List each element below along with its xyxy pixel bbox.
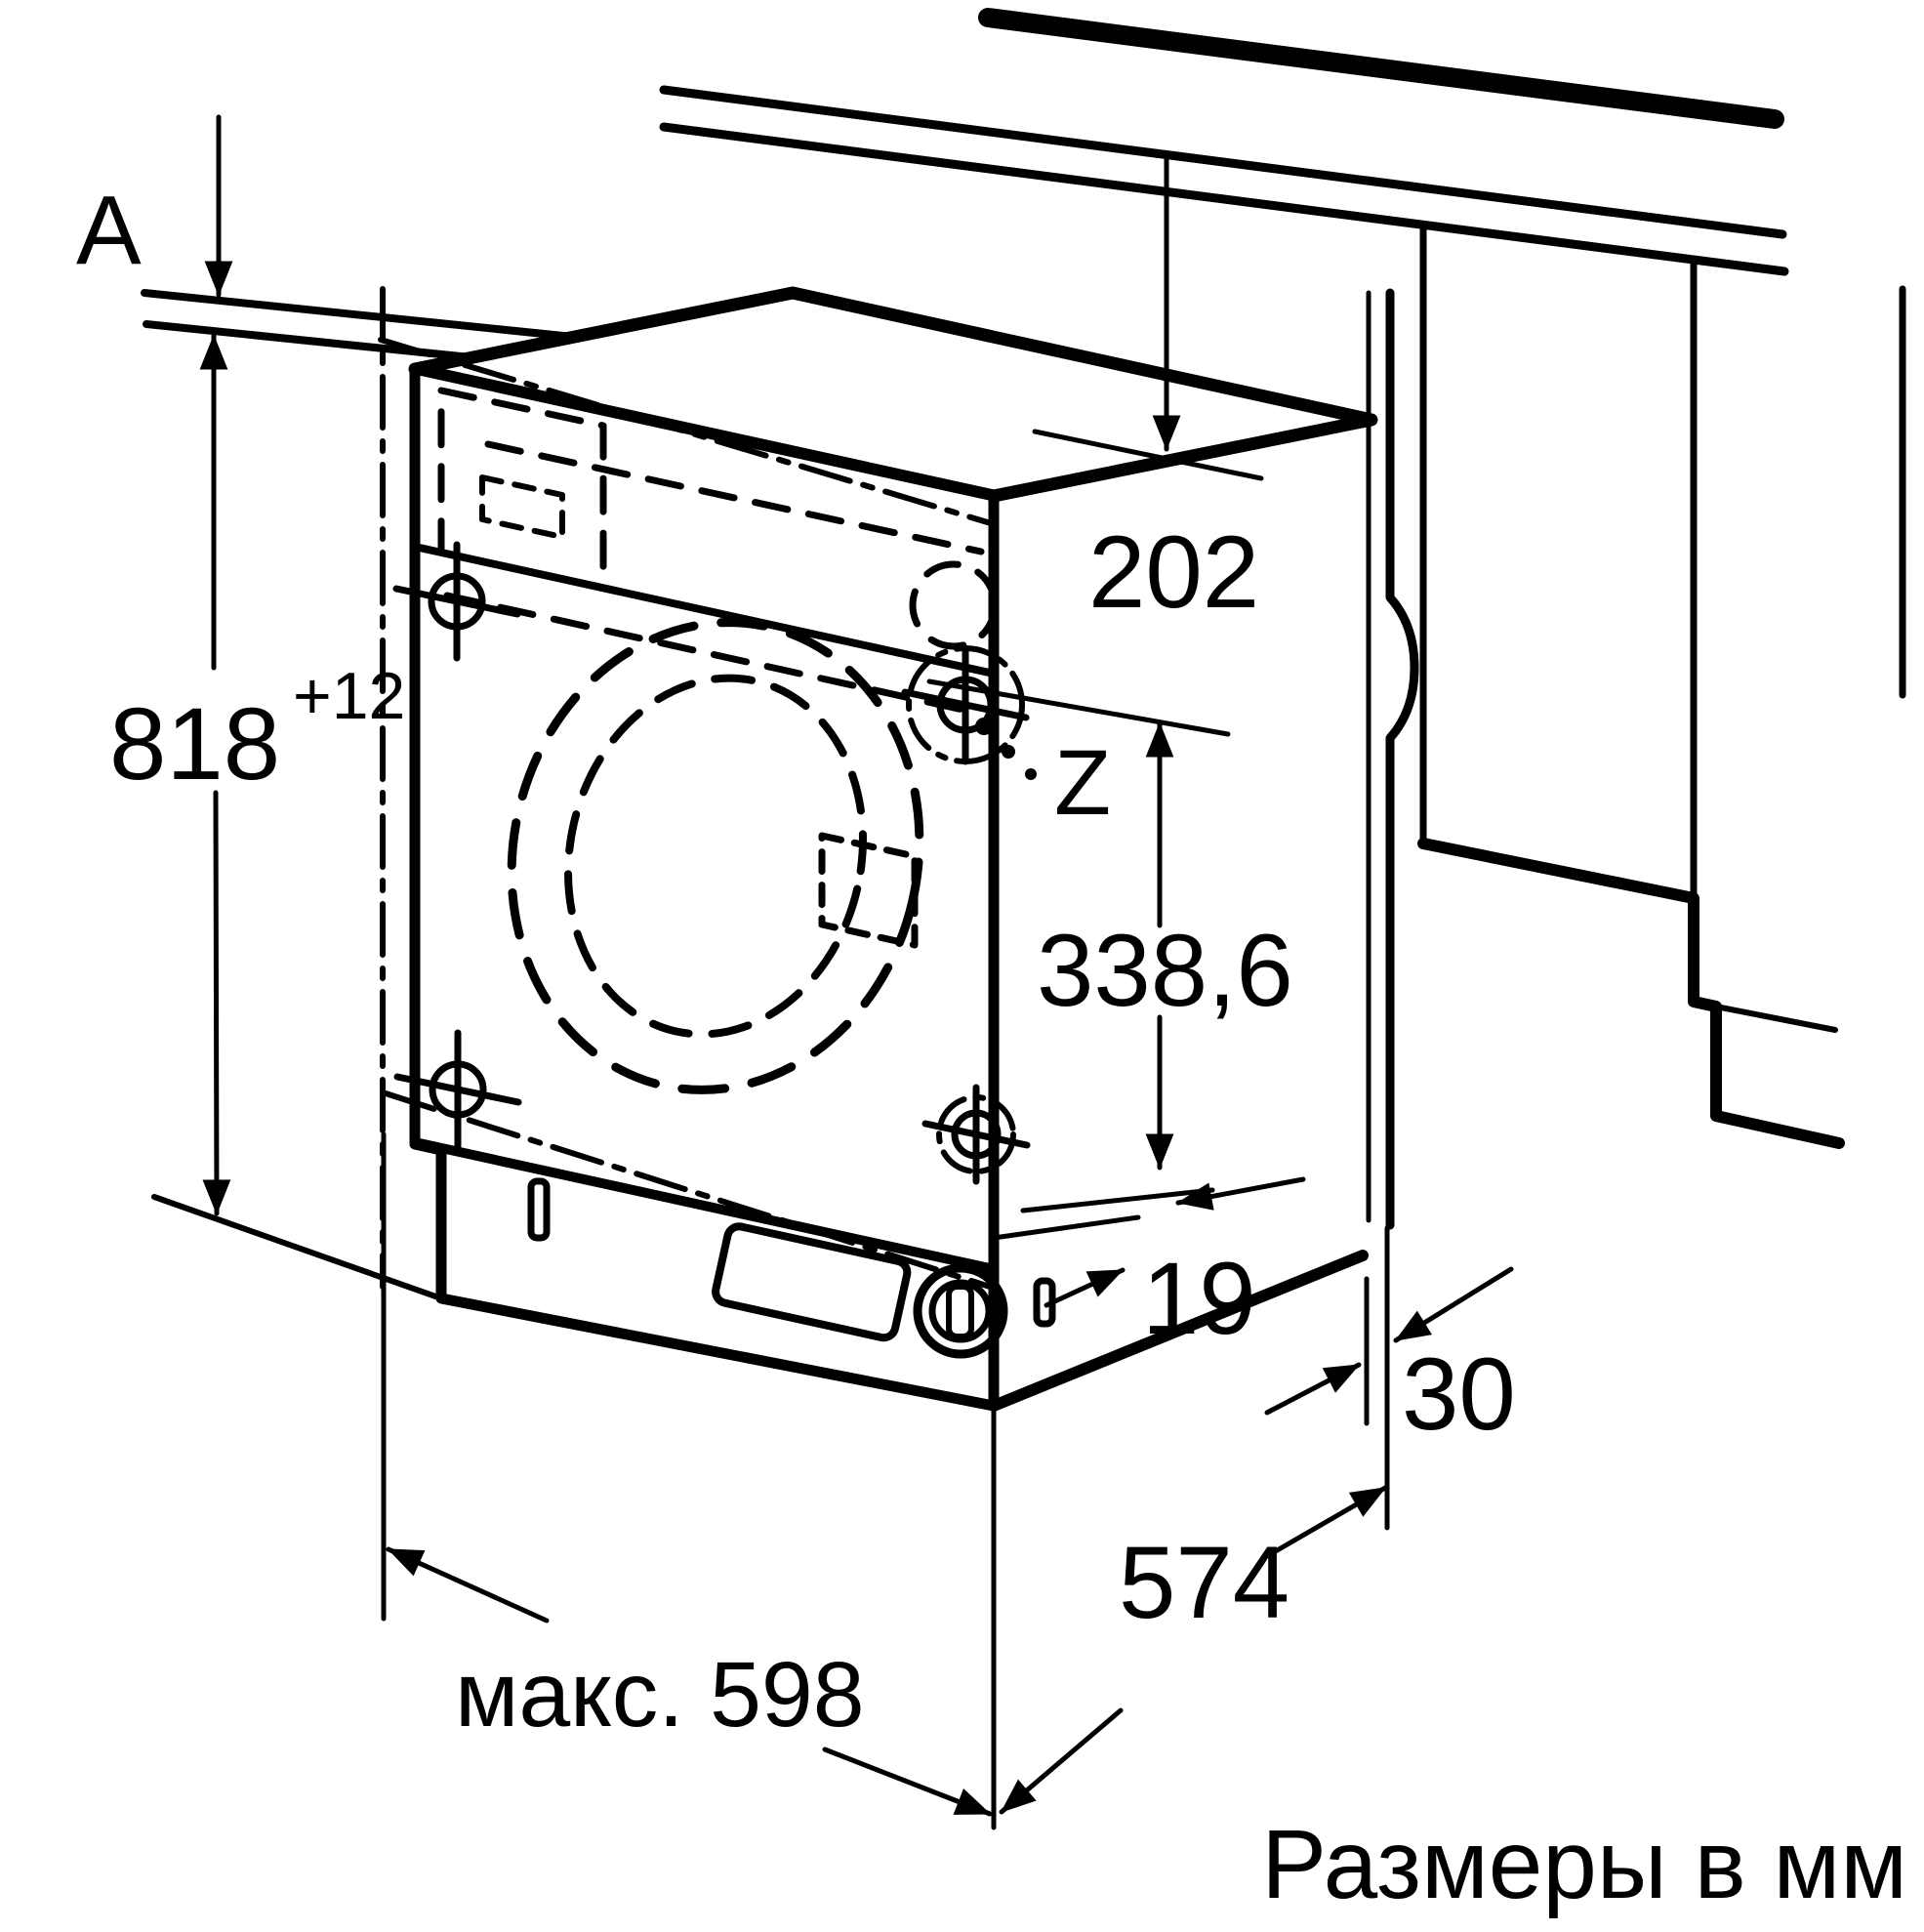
z-leader-dot-1 [975, 718, 993, 735]
hidden-panel-lower-dashed-line [443, 592, 980, 717]
hidden-panel-upper-dashed-line [484, 440, 985, 555]
hinge-point-Z: Z [975, 718, 1111, 835]
furniture-door-bottom-dashdot-line [383, 1090, 993, 1290]
dimension-338-6: 338,6 [926, 678, 1293, 1213]
dim-202-reference-line [1032, 429, 1264, 481]
dim-598-right-arrow [822, 1747, 993, 1817]
adjacent-cabinet-floor-line [1713, 1004, 1838, 1033]
dimension-30: 30 [1264, 1266, 1516, 1452]
washing-machine [378, 286, 1378, 1412]
dim-202-label: 202 [1088, 515, 1259, 630]
dim-30-right-arrow [1393, 1266, 1514, 1343]
drain-filter-knob [913, 1263, 1008, 1359]
screw-top-left [392, 541, 521, 662]
dim-30-left-arrow [1264, 1362, 1362, 1416]
hinge-top-screw [901, 644, 1030, 765]
furniture-door-top-dashdot-line [378, 337, 994, 526]
dim-574-right-arrow [1264, 1485, 1388, 1559]
worktop-front-upper-line [659, 85, 1787, 239]
hinge-bottom-screw [921, 1084, 1031, 1185]
dimension-19: 19 [991, 1176, 1306, 1356]
dimension-598: макс. 598 [381, 1131, 997, 1830]
detergent-drawer-handle-dashed [479, 474, 565, 540]
kitchen-niche [141, 8, 1906, 1301]
dim-574-label: 574 [1119, 1526, 1289, 1640]
program-knob-dashed-circle [909, 560, 999, 650]
dim-818-lower-arrow [202, 790, 231, 1216]
screw-bottom-left [393, 1029, 522, 1150]
z-leader-dot-2 [1002, 745, 1015, 759]
front-panel-bottom-edge [410, 1137, 999, 1274]
z-label: Z [1054, 731, 1111, 835]
door-handle-dashed-outline [818, 832, 919, 949]
worktop-top-edge [978, 8, 1784, 129]
dim-19-upper-arrow [1175, 1176, 1306, 1211]
worktop-front-lower-line [659, 122, 1789, 276]
z-leader-dot-3 [1025, 768, 1037, 780]
door-edge-outer-line [1385, 288, 1419, 1230]
floor-line [151, 1194, 444, 1301]
dim-19-label: 19 [1142, 1242, 1256, 1356]
dim-3386-upper-reference [926, 678, 1231, 737]
dimension-818: 818 +12 [109, 333, 405, 1216]
machine-side-bottom-edge [988, 1250, 1369, 1412]
dim-3386-label: 338,6 [1037, 914, 1293, 1028]
dim-19-lower-arrow [1044, 1267, 1126, 1308]
dim-818-tolerance: +12 [293, 659, 405, 733]
plinth-service-flap [712, 1222, 912, 1342]
dim-818-label: 818 [109, 687, 280, 802]
dim-574-left-arrow [999, 1707, 1124, 1815]
dimension-A: A [76, 114, 233, 298]
porthole-inner-dashed-circle [564, 674, 867, 1039]
dim-598-label: макс. 598 [455, 1643, 865, 1747]
caption: Размеры в мм [1261, 1810, 1907, 1919]
dim-19-second-reference [991, 1214, 1141, 1241]
adjacent-cabinet-base-profile [1417, 838, 1845, 1149]
detergent-drawer-dashed-outline [437, 387, 607, 592]
dimension-574: 574 [999, 1485, 1388, 1815]
dim-598-left-arrow [386, 1546, 550, 1624]
dimension-202: 202 [1032, 153, 1264, 630]
dim-A-label: A [76, 176, 142, 285]
plinth-slot-left [527, 1177, 551, 1242]
furniture-door-edge [1364, 288, 1419, 1531]
control-panel-band-bottom-edge [411, 543, 998, 678]
dim-30-label: 30 [1402, 1337, 1516, 1452]
